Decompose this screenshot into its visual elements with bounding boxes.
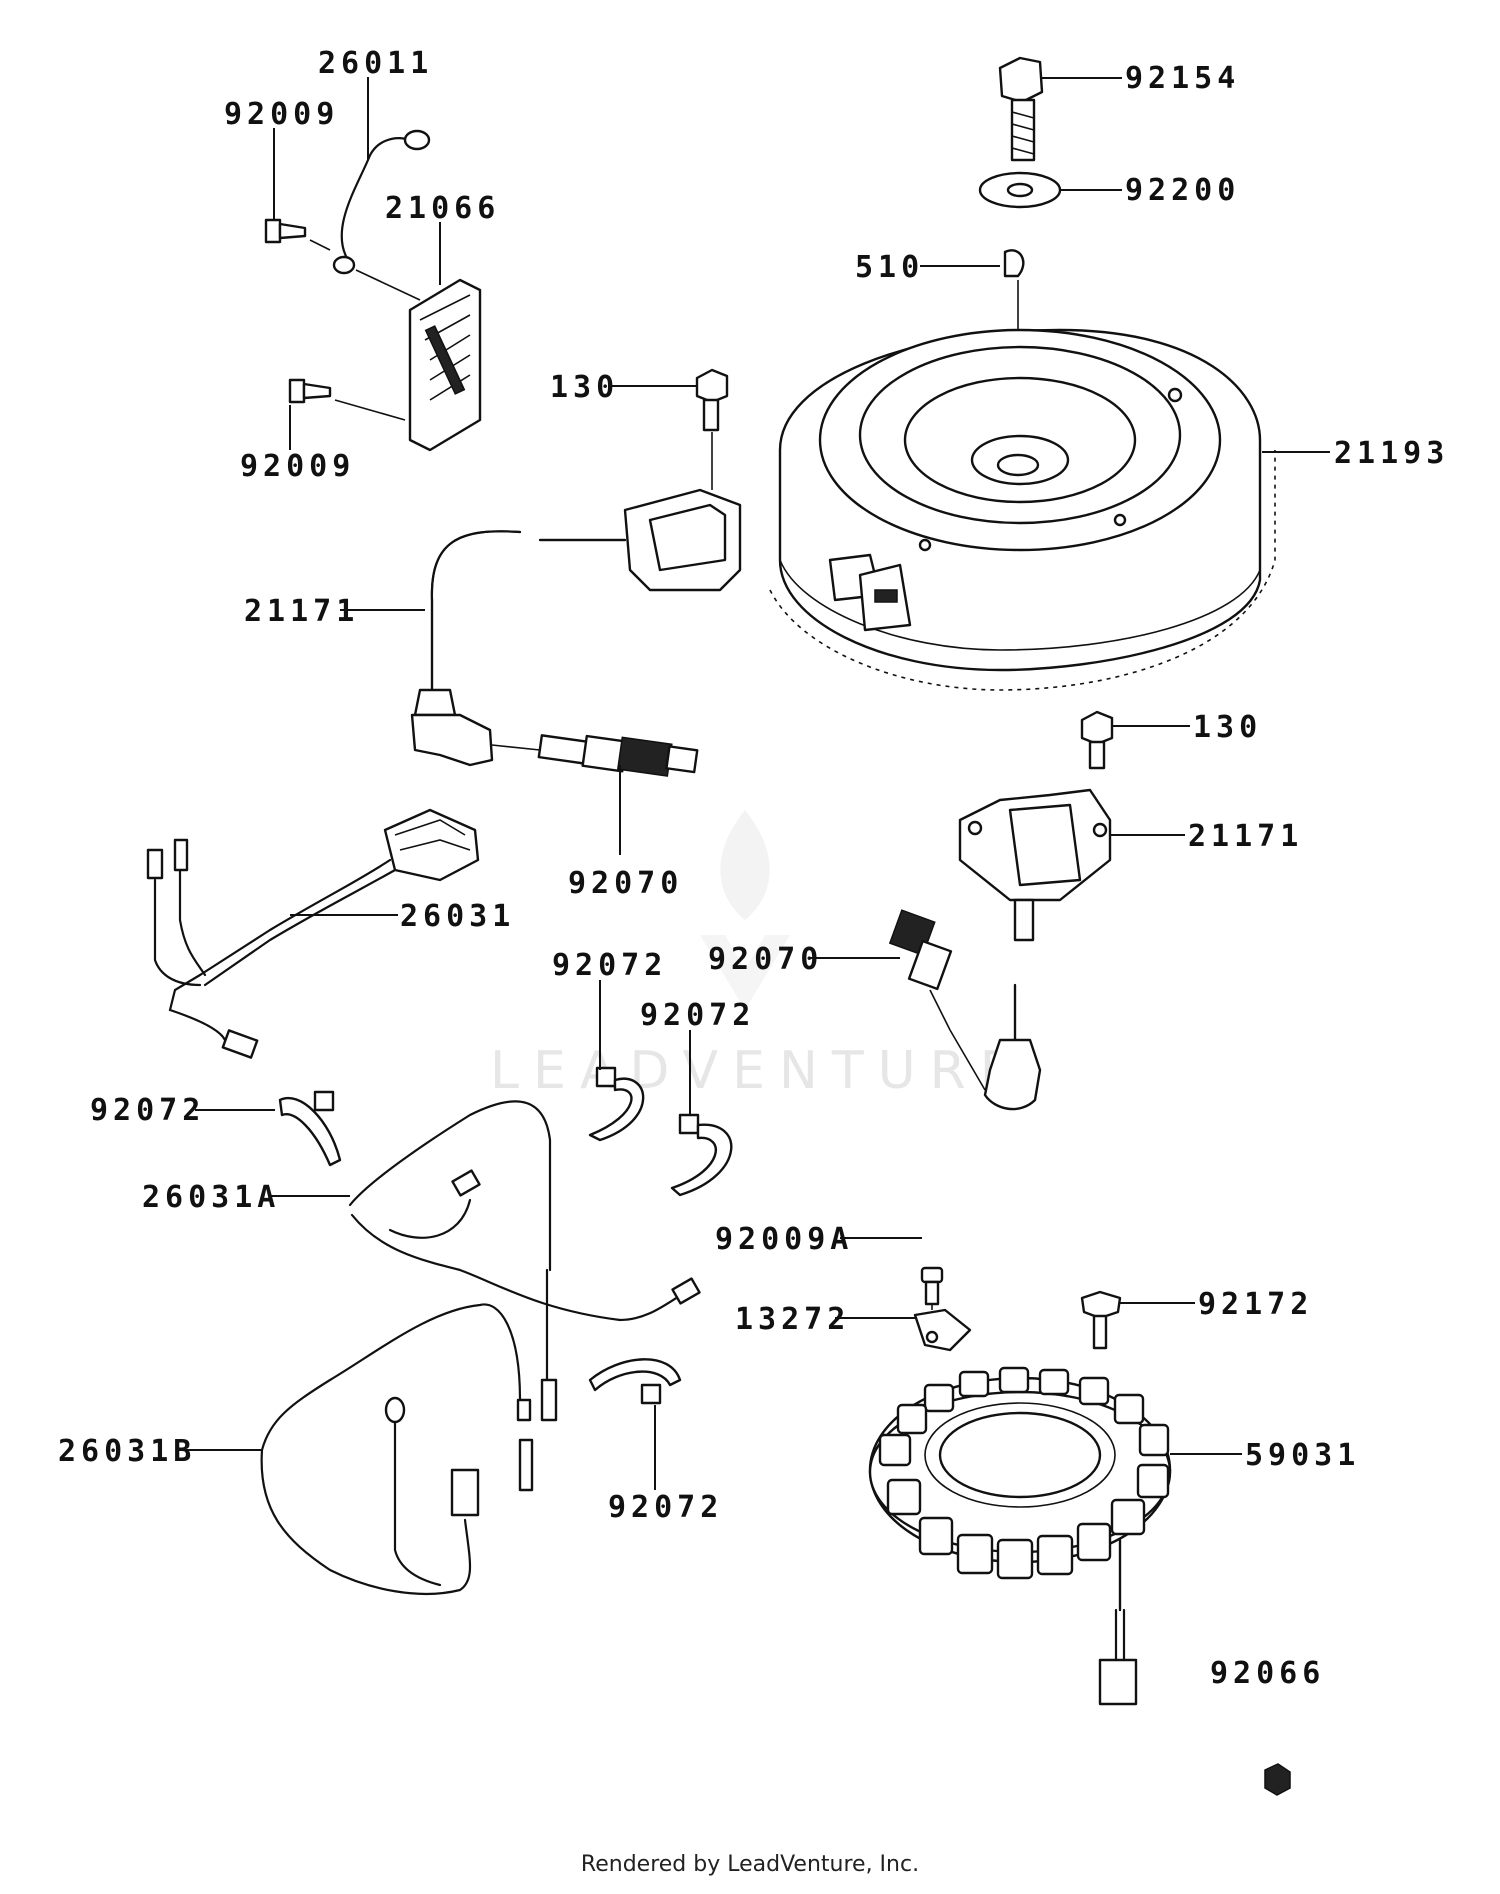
label-130-top: 130 xyxy=(550,370,619,405)
ring-terminal-26031b xyxy=(384,1396,406,1424)
terminal-26031a xyxy=(451,1169,481,1197)
label-92072-b: 92072 xyxy=(640,998,755,1033)
label-92070-center: 92070 xyxy=(568,866,683,901)
label-92009A: 92009A xyxy=(715,1222,853,1257)
label-130-right: 130 xyxy=(1193,710,1262,745)
ring-gear xyxy=(769,450,1276,691)
ht-lead xyxy=(430,530,522,692)
label-13272: 13272 xyxy=(735,1302,850,1337)
connector-26031b xyxy=(450,1468,480,1517)
label-92066: 92066 xyxy=(1210,1656,1325,1691)
plug-cap xyxy=(413,688,457,717)
leader-lines xyxy=(185,77,1330,1490)
label-26031A: 26031A xyxy=(142,1180,280,1215)
regulator-group xyxy=(264,129,482,452)
bolt-92009a xyxy=(920,1266,944,1284)
spark-plug-center xyxy=(537,734,699,777)
stator-connector xyxy=(1098,1658,1138,1706)
footer-credit: Rendered by LeadVenture, Inc. xyxy=(580,1852,920,1877)
label-21171-left: 21171 xyxy=(244,594,359,629)
coil-bolt-right xyxy=(1080,710,1114,746)
part-labels: 26011 92009 21066 92009 92154 92200 510 … xyxy=(58,46,1449,1691)
label-92154: 92154 xyxy=(1125,61,1240,96)
nut-92066 xyxy=(1264,1763,1291,1796)
plate-13272 xyxy=(913,1308,972,1352)
key xyxy=(1003,249,1025,278)
lead-ring-top xyxy=(403,129,431,151)
label-92200: 92200 xyxy=(1125,173,1240,208)
label-92009-bottom: 92009 xyxy=(240,449,355,484)
label-26031B: 26031B xyxy=(58,1434,196,1469)
label-59031: 59031 xyxy=(1245,1438,1360,1473)
bullet-connector xyxy=(221,1029,259,1059)
wire-clip-d xyxy=(588,1358,682,1405)
watermark-logo xyxy=(700,810,790,1010)
label-92070-right: 92070 xyxy=(708,942,823,977)
bullet-26031a xyxy=(540,1378,558,1422)
stator-group xyxy=(868,1290,1172,1706)
flywheel-group xyxy=(769,56,1276,691)
plate-13272-group xyxy=(913,1266,972,1352)
label-92009-top: 92009 xyxy=(224,97,339,132)
harness-26031b xyxy=(260,1303,534,1596)
ignition-coil-group xyxy=(410,368,742,777)
coil-bolt-top xyxy=(695,368,729,404)
screw-shank-bottom xyxy=(302,382,332,400)
label-92072-d: 92072 xyxy=(608,1490,723,1525)
label-92072-c: 92072 xyxy=(90,1093,205,1128)
wire-clip-b xyxy=(670,1113,733,1197)
bolt-head xyxy=(998,56,1044,104)
ignition-coil-right-group xyxy=(888,710,1114,1111)
screw-head-top xyxy=(264,218,282,244)
label-26011: 26011 xyxy=(318,46,433,81)
screw-head-bottom xyxy=(288,378,306,404)
harness-26031a xyxy=(348,1100,701,1422)
plug-cap-right xyxy=(983,1038,1042,1111)
screw-shank-top xyxy=(278,222,307,240)
lead-ring-bottom xyxy=(332,255,356,275)
terminal-blade xyxy=(173,838,189,872)
wire-clip-c xyxy=(278,1090,342,1167)
harness-26031 xyxy=(146,808,480,1059)
stator-windings xyxy=(878,1366,1170,1580)
label-21171-right: 21171 xyxy=(1188,819,1303,854)
label-26031: 26031 xyxy=(400,899,515,934)
label-92172: 92172 xyxy=(1198,1287,1313,1322)
label-21193: 21193 xyxy=(1334,436,1449,471)
harness-connector xyxy=(383,808,480,882)
stator-bolt xyxy=(1080,1290,1122,1320)
wire-clip-a xyxy=(588,1066,645,1142)
lead-wire xyxy=(340,137,412,262)
label-92072-a: 92072 xyxy=(552,948,667,983)
spark-plug-right xyxy=(888,909,953,1031)
label-510: 510 xyxy=(855,250,924,285)
label-21066: 21066 xyxy=(385,191,500,226)
watermark-text: LEADVENTURE xyxy=(490,1041,1027,1101)
